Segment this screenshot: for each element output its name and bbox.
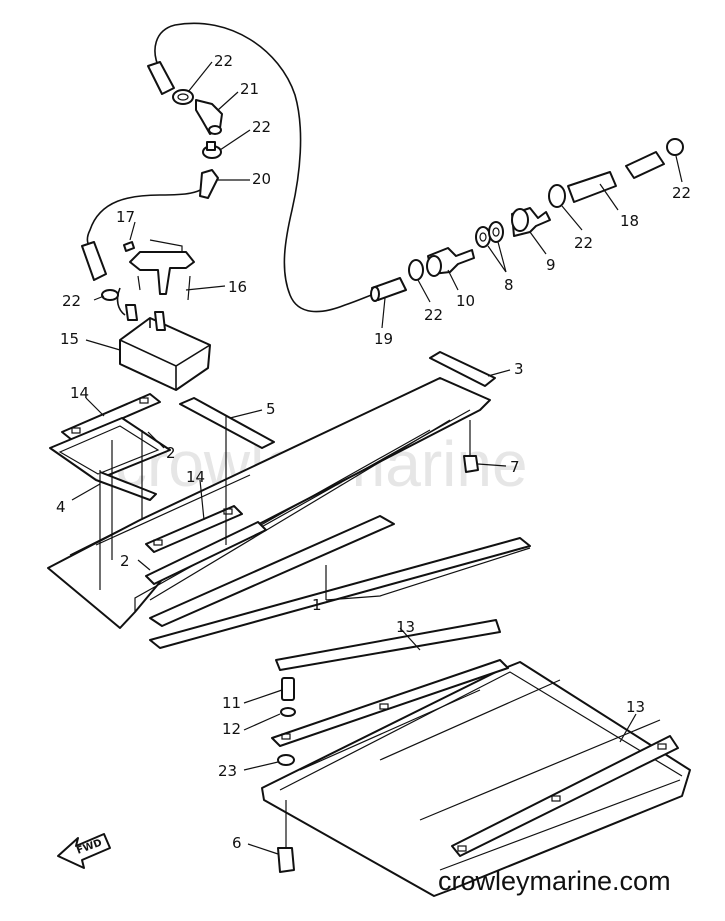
lower-pan: [261, 661, 691, 897]
leader-lines: [71, 61, 683, 855]
hose-20: [199, 169, 219, 199]
callout-10: 10: [456, 292, 475, 310]
callout-4: 4: [56, 498, 66, 516]
hose-routing: [86, 22, 381, 316]
callout-5: 5: [266, 400, 276, 418]
callout-22: 22: [424, 306, 443, 324]
callout-19: 19: [374, 330, 393, 348]
hose-piece-left: [81, 241, 107, 281]
hose-18: [567, 171, 617, 203]
callout-8: 8: [504, 276, 514, 294]
callout-11: 11: [222, 694, 241, 712]
callout-16: 16: [228, 278, 247, 296]
strip-1-lower: [149, 537, 531, 649]
callout-6: 6: [232, 834, 242, 852]
callout-22: 22: [214, 52, 233, 70]
plate-14-upper: [61, 393, 161, 441]
callout-23: 23: [218, 762, 237, 780]
fuel-joint-10: [426, 247, 475, 277]
bolt-6: [277, 800, 295, 873]
fwd-arrow-icon: FWD: [57, 833, 111, 869]
callout-2: 2: [120, 552, 130, 570]
callout-14: 14: [70, 384, 89, 402]
callout-labels: 22 21 22 20 17 16 22 15 22 18 22 9 8 10 …: [56, 52, 691, 852]
callout-15: 15: [60, 330, 79, 348]
washer-23: [277, 754, 295, 766]
callout-14: 14: [186, 468, 205, 486]
clamp-22-upper: [172, 89, 194, 105]
callout-22: 22: [62, 292, 81, 310]
strip-13-upper: [275, 619, 501, 671]
callout-13: 13: [626, 698, 645, 716]
nut-fitting-9: [511, 207, 551, 237]
pin-11: [281, 677, 295, 701]
callout-2: 2: [166, 444, 176, 462]
clamp-22-left: [101, 289, 119, 301]
callout-20: 20: [252, 170, 271, 188]
callout-22: 22: [672, 184, 691, 202]
callout-22: 22: [252, 118, 271, 136]
clamp-22-right-a: [408, 259, 424, 281]
hose-piece-right: [625, 151, 665, 179]
callout-3: 3: [514, 360, 524, 378]
callout-17: 17: [116, 208, 135, 226]
frame-4: [49, 417, 171, 501]
callout-12: 12: [222, 720, 241, 738]
guide-lines-upper: [99, 415, 471, 590]
bolt-7: [463, 430, 479, 473]
water-separator-15: [119, 304, 211, 391]
callout-1: 1: [312, 596, 322, 614]
strip-13-lower: [451, 735, 679, 857]
callout-7: 7: [510, 458, 520, 476]
clamp-22-right-c: [666, 138, 684, 156]
clamp-22-mid: [202, 141, 222, 159]
plate-14-mid: [145, 505, 243, 553]
callout-22: 22: [574, 234, 593, 252]
strip-1-upper: [149, 515, 395, 627]
washers-8: [475, 221, 504, 248]
strip-13-mid: [271, 659, 509, 747]
screw-17: [123, 241, 135, 252]
bracket-16: [129, 239, 195, 301]
hose-piece-upper-left: [147, 61, 175, 95]
callout-9: 9: [546, 256, 556, 274]
plate-3: [429, 351, 496, 387]
callout-21: 21: [240, 80, 259, 98]
washer-12: [280, 707, 296, 717]
clamp-22-right-b: [548, 184, 566, 208]
hose-19: [370, 277, 407, 302]
elbow-fitting-21: [195, 99, 223, 135]
strip-5: [179, 397, 275, 449]
plate-2-lower: [145, 521, 267, 585]
callout-13: 13: [396, 618, 415, 636]
site-url[interactable]: crowleymarine.com: [438, 866, 671, 896]
callout-18: 18: [620, 212, 639, 230]
